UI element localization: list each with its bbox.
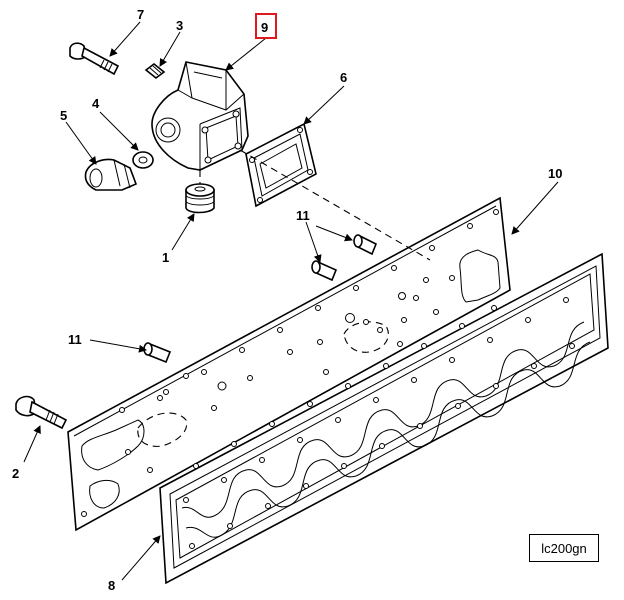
fitting-part-5: [84, 158, 138, 191]
callout-5: 5: [60, 108, 67, 123]
leader-lines: [23, 21, 559, 581]
callout-2: 2: [12, 466, 19, 481]
callout-9-highlight-box: [255, 13, 277, 39]
callout-4: 4: [92, 96, 100, 111]
bolt-part-7: [69, 42, 120, 76]
dowel-part-11-c: [143, 342, 172, 364]
gasket-part-8: [159, 252, 609, 585]
callout-1: 1: [162, 250, 169, 265]
dowel-part-11-a: [353, 234, 378, 256]
assembly-centerline: [239, 149, 431, 261]
plug-part-3: [144, 62, 166, 80]
gasket-part-6: [245, 122, 317, 208]
callout-3: 3: [176, 18, 183, 33]
callout-9: 9: [261, 20, 268, 35]
callout-11-lower: 11: [68, 332, 82, 347]
callout-7: 7: [137, 7, 144, 22]
callout-6: 6: [340, 70, 347, 85]
dowel-part-11-b: [311, 260, 338, 282]
bolt-part-2: [15, 395, 68, 430]
callout-11-upper: 11: [296, 208, 310, 223]
callout-8: 8: [108, 578, 115, 593]
housing-part-9: [151, 61, 249, 171]
callout-10: 10: [548, 166, 562, 181]
figure-reference-label: lc200gn: [529, 534, 599, 562]
cover-plate-part-10: [67, 196, 511, 532]
insert-part-1: [185, 183, 215, 214]
washer-part-4: [132, 151, 154, 169]
